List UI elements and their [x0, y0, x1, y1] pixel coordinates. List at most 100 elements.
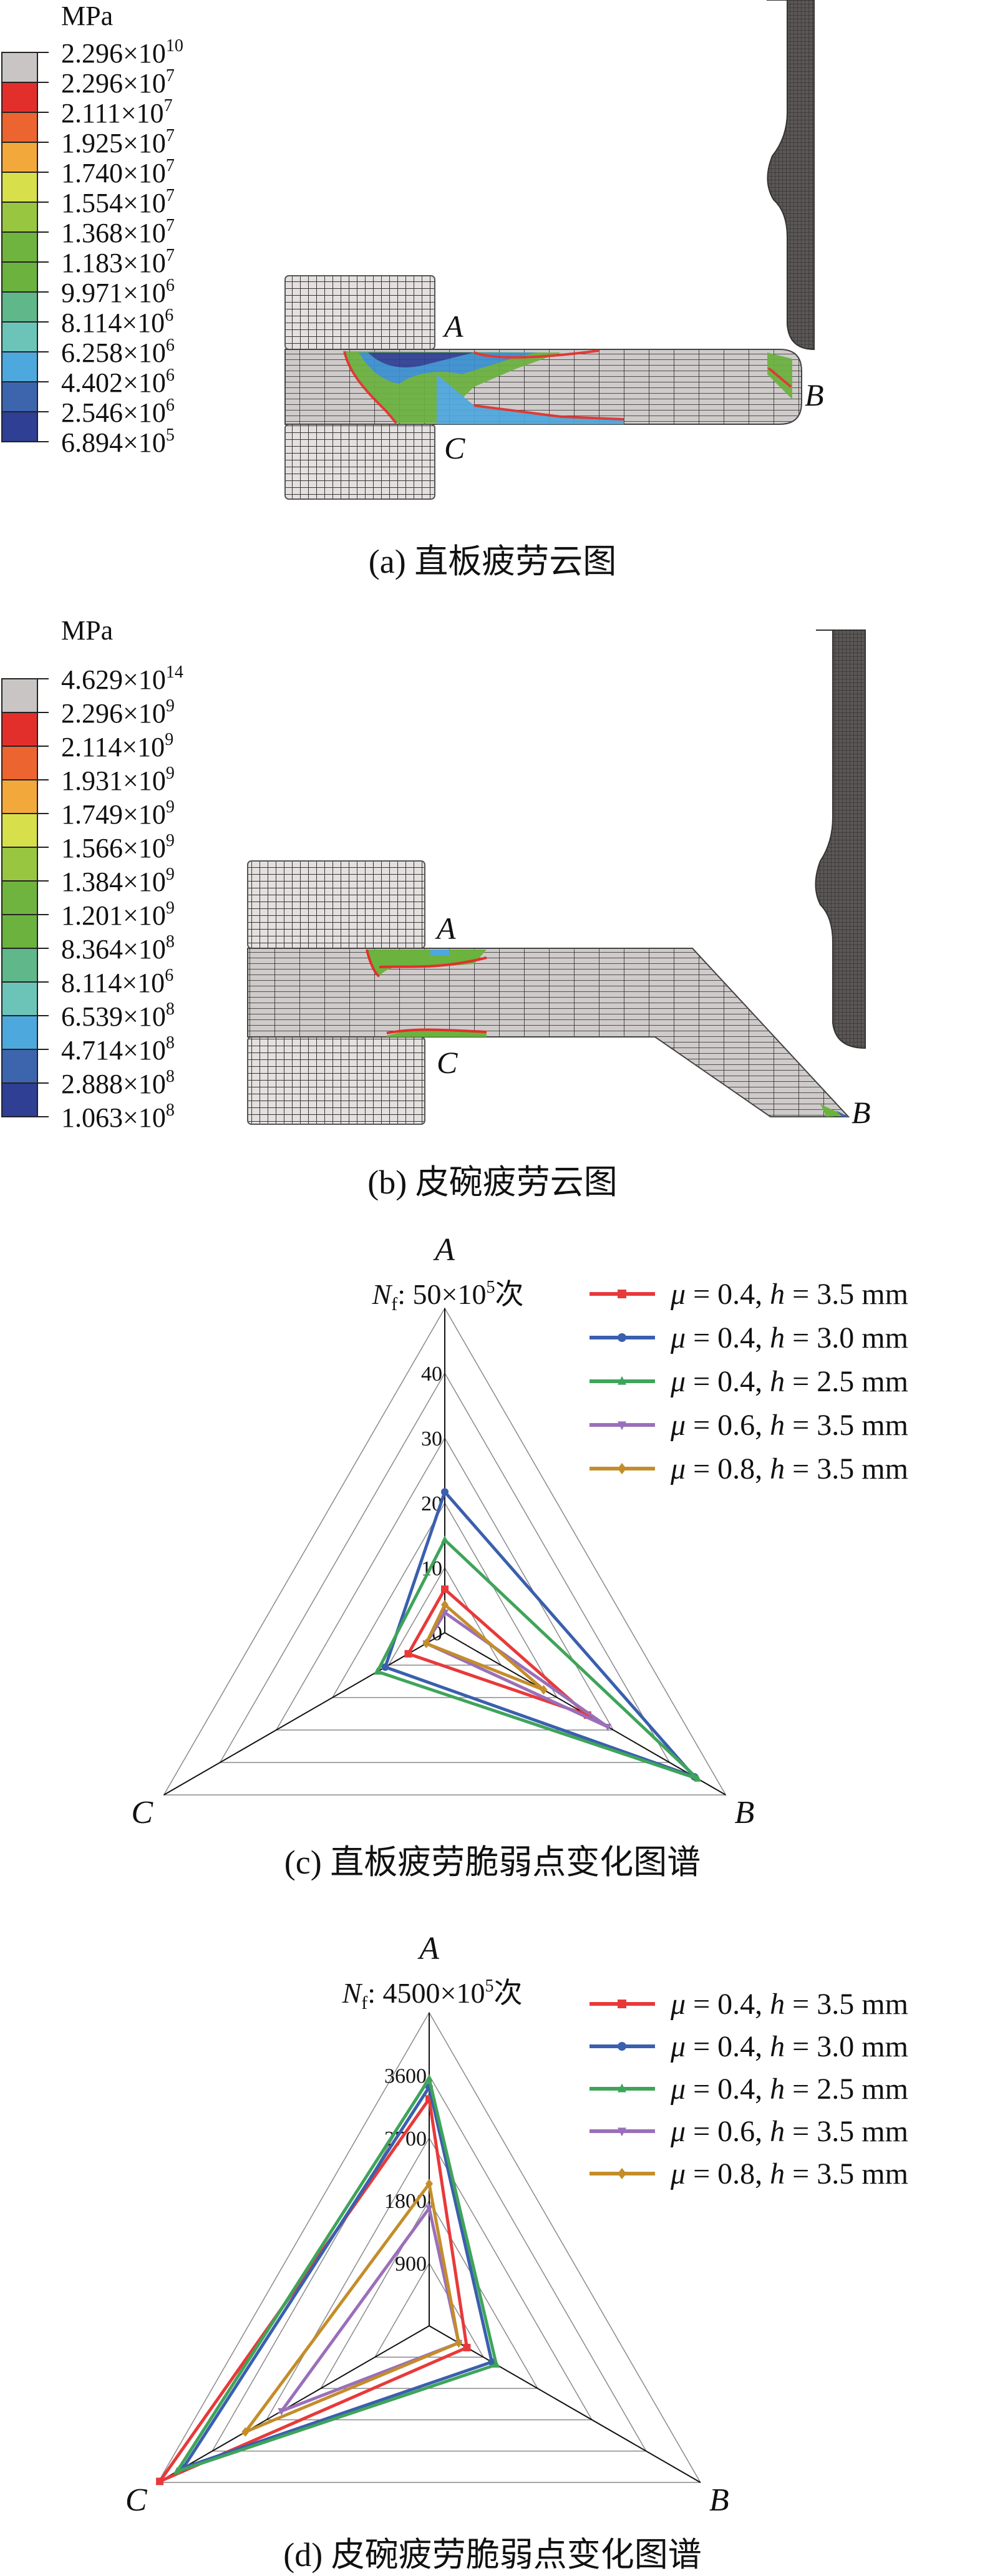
caption-c: (c) 直板疲劳脆弱点变化图谱: [284, 1844, 701, 1881]
series-line: [405, 1587, 589, 1717]
legend-swatch: [1, 779, 38, 814]
chart-title: Nf: 4500×105次: [342, 1976, 523, 2013]
chart-title: Nf: 50×105次: [372, 1278, 524, 1315]
legend-value: 1.063×108: [61, 1101, 175, 1133]
stress-contour: [366, 949, 848, 1117]
legend-swatch: [1, 746, 38, 780]
legend-value: 6.258×106: [61, 336, 175, 368]
stress-contour: [343, 349, 792, 424]
caption-d: (d) 皮碗疲劳脆弱点变化图谱: [283, 2536, 702, 2574]
legend-swatch: [1, 1049, 38, 1084]
legend-value: 1.384×109: [61, 865, 175, 897]
caption-a: (a) 直板疲劳云图: [368, 543, 617, 580]
figure-b-cup-fatigue-contour: MPa 4.629×10142.296×1092.114×1091.931×10…: [1, 615, 871, 1133]
tick-label: 40: [421, 1363, 442, 1386]
marker-square: [156, 2477, 164, 2486]
legend-label: μ = 0.4, h = 3.5 mm: [670, 1278, 908, 1311]
gridline: [157, 2011, 702, 2483]
legend-value: 6.894×105: [61, 425, 175, 458]
legend-label: μ = 0.6, h = 3.5 mm: [670, 1409, 908, 1442]
legend-value: 1.183×107: [61, 246, 175, 278]
legend-value: 6.539×108: [61, 999, 175, 1032]
legend-entry: μ = 0.6, h = 3.5 mm: [590, 1409, 908, 1442]
axis-label-C: C: [131, 1795, 153, 1830]
marker-square: [441, 1585, 449, 1593]
marker-triangle-down: [618, 1421, 626, 1431]
series-line: [424, 1610, 609, 1729]
legend-value: 1.554×107: [61, 186, 175, 218]
tick-label: 1800: [384, 2190, 427, 2213]
gridline: [331, 1502, 558, 1698]
legend-label: μ = 0.4, h = 2.5 mm: [670, 1365, 908, 1398]
gridline: [265, 2137, 593, 2421]
tick-label: 900: [395, 2253, 427, 2276]
point-label-a: A: [435, 911, 456, 946]
contour-legend: 4.629×10142.296×1092.114×1091.931×1091.7…: [1, 663, 183, 1133]
legend-label: μ = 0.4, h = 3.0 mm: [670, 2030, 908, 2063]
legend-entry: μ = 0.6, h = 3.5 mm: [590, 2115, 908, 2148]
legend-swatch: [1, 172, 38, 203]
legend-value: 2.114×109: [61, 730, 173, 762]
cup-strip: [247, 948, 850, 1117]
legend-swatch: [1, 678, 38, 713]
gridline: [219, 1372, 671, 1763]
axis-label-B: B: [709, 2482, 729, 2518]
legend-entry: μ = 0.4, h = 3.5 mm: [590, 1278, 908, 1311]
marker-square: [618, 1290, 626, 1298]
marker-triangle: [425, 2074, 433, 2082]
legend-value: 4.402×106: [61, 366, 175, 398]
legend-swatch: [1, 914, 38, 949]
series-line: [240, 2180, 461, 2436]
marker-triangle-down: [604, 1724, 612, 1731]
legend-swatch: [1, 813, 38, 848]
gridline: [275, 1437, 614, 1731]
marker-diamond: [455, 2338, 463, 2348]
legend-entry: μ = 0.4, h = 2.5 mm: [590, 2073, 908, 2106]
legend-swatch: [1, 231, 38, 263]
series-line: [179, 2083, 494, 2471]
marker-circle: [618, 1333, 626, 1342]
legend-value: 1.368×107: [61, 216, 175, 248]
axis-label-C: C: [125, 2482, 148, 2518]
marker-diamond: [618, 2167, 626, 2180]
gridline: [163, 1307, 727, 1796]
legend-swatch: [1, 112, 38, 143]
legend-swatch: [1, 261, 38, 293]
marker-triangle: [694, 1774, 702, 1782]
marker-triangle: [618, 2083, 626, 2092]
legend-value: 2.296×107: [61, 66, 175, 99]
series-line: [173, 2074, 498, 2475]
legend-entry: μ = 0.4, h = 3.5 mm: [590, 1988, 908, 2021]
point-label-b: B: [805, 377, 824, 412]
point-label-a: A: [442, 309, 463, 344]
marker-triangle: [492, 2360, 500, 2368]
legend-label: μ = 0.4, h = 3.0 mm: [670, 1321, 908, 1354]
axis-line-C: [163, 1632, 445, 1796]
legend-swatch: [1, 351, 38, 382]
legend-swatch: [1, 142, 38, 173]
legend-entry: μ = 0.4, h = 3.0 mm: [590, 1321, 908, 1354]
legend-unit: MPa: [61, 1, 113, 31]
legend-value: 2.296×1010: [61, 36, 183, 69]
legend-swatch: [1, 411, 38, 442]
gridline: [211, 2074, 648, 2452]
legend-swatch: [1, 52, 38, 83]
caption-b: (b) 皮碗疲劳云图: [367, 1164, 618, 1201]
axis-label-A: A: [417, 1931, 439, 1966]
lower-block: [247, 1036, 425, 1125]
marker-circle: [381, 1663, 389, 1671]
legend-label: μ = 0.4, h = 3.5 mm: [670, 1988, 908, 2021]
marker-triangle-down: [618, 2127, 626, 2137]
series-line: [375, 1537, 699, 1781]
legend-label: μ = 0.8, h = 3.5 mm: [670, 2157, 908, 2190]
legend-value: 8.114×106: [61, 306, 173, 338]
series-line: [277, 2204, 461, 2415]
marker-circle: [618, 2042, 626, 2051]
series-2: [173, 2074, 500, 2475]
legend-label: μ = 0.8, h = 3.5 mm: [670, 1452, 908, 1485]
upper-block: [247, 860, 425, 949]
legend-label: μ = 0.6, h = 3.5 mm: [670, 2115, 908, 2148]
legend-value: 2.111×107: [61, 96, 173, 129]
